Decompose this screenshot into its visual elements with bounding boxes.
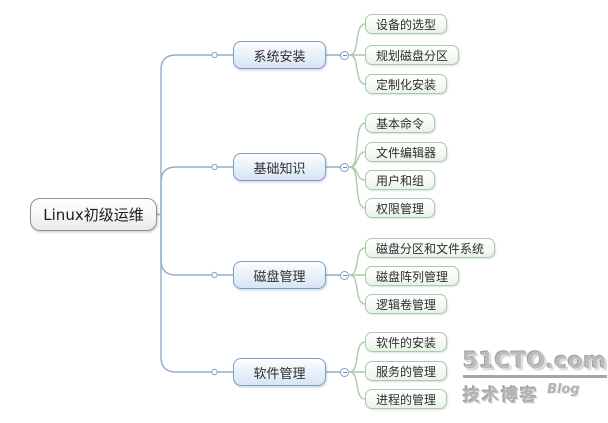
root-node-linux-junior-ops[interactable]: Linux初级运维 <box>30 198 157 231</box>
leaf-node-users-and-groups[interactable]: 用户和组 <box>365 170 436 190</box>
leaf-node-raid-management[interactable]: 磁盘阵列管理 <box>365 266 460 286</box>
leaf-node-lvm-management[interactable]: 逻辑卷管理 <box>365 294 448 314</box>
leaf-node-customized-installation[interactable]: 定制化安装 <box>365 74 448 94</box>
leaf-node-service-management[interactable]: 服务的管理 <box>365 361 448 381</box>
collapse-toggle-icon[interactable] <box>340 270 349 280</box>
collapse-toggle-icon[interactable] <box>340 50 349 60</box>
green-connectors <box>349 23 366 400</box>
branch-node-system-installation[interactable]: 系统安装 <box>233 41 326 69</box>
51cto-watermark: 51CTO.com 技术博客 Blog <box>463 350 607 406</box>
blue-connectors <box>156 54 341 373</box>
leaf-node-process-management[interactable]: 进程的管理 <box>365 389 448 409</box>
collapse-toggle-icon[interactable] <box>340 162 349 172</box>
collapse-toggle-icon[interactable] <box>340 367 349 377</box>
leaf-node-basic-commands[interactable]: 基本命令 <box>365 113 436 133</box>
leaf-node-disk-partition-planning[interactable]: 规划磁盘分区 <box>365 45 460 65</box>
watermark-logo-text: 51CTO.com <box>463 350 607 379</box>
leaf-node-device-selection[interactable]: 设备的选型 <box>365 14 448 34</box>
branch-node-basic-knowledge[interactable]: 基础知识 <box>233 153 326 181</box>
leaf-node-partitions-and-filesystems[interactable]: 磁盘分区和文件系统 <box>365 238 496 258</box>
leaf-node-file-editors[interactable]: 文件编辑器 <box>365 142 448 162</box>
leaf-node-permission-management[interactable]: 权限管理 <box>365 198 436 218</box>
branch-junction-dots <box>211 51 218 376</box>
branch-node-software-management[interactable]: 软件管理 <box>233 358 326 386</box>
branch-node-disk-management[interactable]: 磁盘管理 <box>233 261 326 289</box>
watermark-subtitle: 技术博客 <box>463 386 539 407</box>
watermark-blog-label: Blog <box>547 382 580 398</box>
leaf-node-software-installation[interactable]: 软件的安装 <box>365 332 448 352</box>
